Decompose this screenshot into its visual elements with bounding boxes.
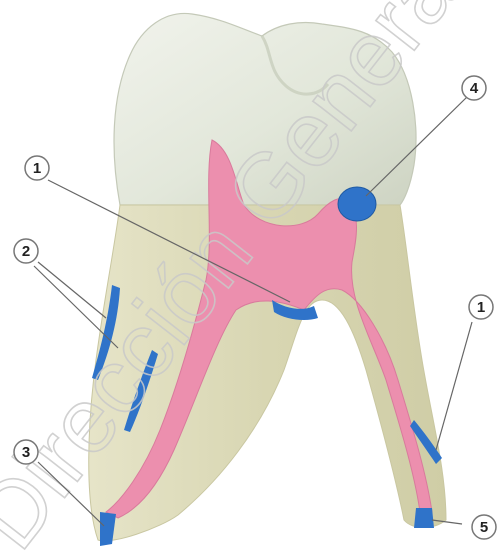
marker-apex-left	[100, 512, 116, 546]
callout-3: 3	[14, 440, 38, 464]
svg-text:2: 2	[22, 243, 30, 260]
callout-2: 2	[14, 239, 38, 263]
callout-1-top: 1	[25, 156, 49, 180]
leader-2a	[38, 262, 106, 318]
callout-4: 4	[462, 76, 486, 100]
svg-text:3: 3	[22, 444, 30, 461]
callout-5: 5	[472, 515, 496, 539]
svg-text:1: 1	[33, 160, 41, 177]
leader-1-right	[436, 322, 472, 450]
svg-text:1: 1	[477, 299, 485, 316]
svg-text:4: 4	[470, 80, 479, 97]
callout-1-right: 1	[469, 295, 493, 319]
svg-text:5: 5	[480, 519, 488, 536]
marker-apex-right	[414, 508, 434, 528]
